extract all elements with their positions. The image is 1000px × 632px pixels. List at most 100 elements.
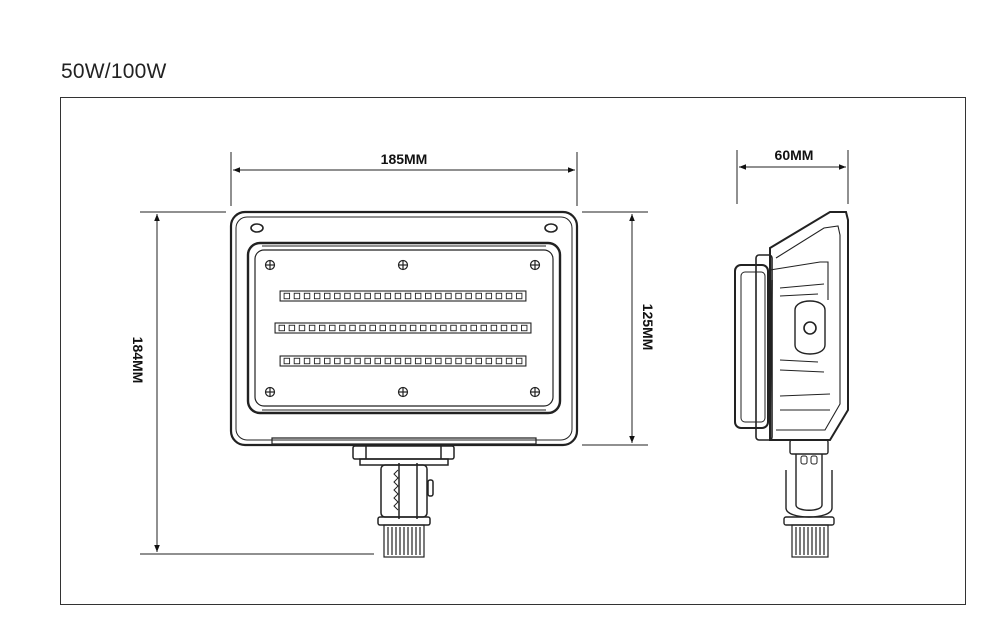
mount-hole-left — [250, 223, 264, 233]
lens-inner — [254, 249, 554, 407]
led-chip — [369, 324, 376, 332]
led-chip — [460, 324, 467, 332]
led-chip — [510, 324, 518, 332]
led-chip — [435, 292, 442, 300]
led-strip — [274, 322, 532, 334]
led-chip — [425, 357, 432, 365]
led-chip — [354, 292, 361, 300]
led-strip — [279, 355, 527, 367]
threaded-nipple-side — [791, 524, 829, 558]
height-label: 184MM — [130, 337, 146, 384]
led-chip — [399, 324, 407, 332]
side-ear — [794, 300, 826, 355]
led-chip — [283, 292, 291, 300]
side-pivot — [803, 321, 817, 335]
led-chip — [324, 357, 331, 365]
side-lens — [734, 264, 769, 429]
led-chip — [319, 324, 326, 332]
led-chip — [334, 357, 341, 365]
led-chip — [283, 357, 291, 365]
led-chip — [465, 357, 472, 365]
led-chip — [515, 357, 523, 365]
dimension-height — [140, 211, 374, 555]
knuckle-mount — [352, 445, 455, 526]
led-chip — [293, 357, 301, 365]
led-chip — [430, 324, 437, 332]
mount-hole-right — [544, 223, 558, 233]
led-chip — [293, 292, 301, 300]
side-view — [734, 211, 849, 558]
led-chip — [364, 292, 371, 300]
led-chip — [445, 292, 452, 300]
led-chip — [475, 292, 482, 300]
side-bezel — [755, 254, 773, 441]
diagram-title: 50W/100W — [61, 60, 167, 83]
led-chip — [414, 357, 422, 365]
led-chip — [490, 324, 498, 332]
screws — [264, 259, 541, 398]
led-chip — [505, 292, 513, 300]
led-strips — [274, 290, 532, 367]
led-chip — [384, 357, 392, 365]
led-chip — [440, 324, 447, 332]
side-bracket — [783, 439, 835, 526]
led-chip — [455, 357, 462, 365]
led-chip — [374, 292, 381, 300]
dimension-depth — [736, 150, 849, 204]
led-chip — [515, 292, 523, 300]
led-chip — [329, 324, 336, 332]
led-chip — [495, 292, 503, 300]
side-body — [769, 211, 849, 441]
led-chip — [278, 324, 285, 332]
led-chip — [435, 357, 442, 365]
led-chip — [334, 292, 341, 300]
led-chip — [414, 292, 422, 300]
led-chip — [404, 292, 412, 300]
led-chip — [308, 324, 316, 332]
led-chip — [374, 357, 381, 365]
led-chip — [288, 324, 296, 332]
led-chip — [379, 324, 386, 332]
body-height-label: 125MM — [640, 304, 656, 351]
led-strip — [279, 290, 527, 302]
front-view — [229, 210, 579, 558]
depth-label: 60MM — [775, 147, 814, 163]
lens-frame — [246, 241, 562, 415]
led-chip — [384, 292, 392, 300]
led-chip — [339, 324, 346, 332]
led-chip — [445, 357, 452, 365]
led-chip — [500, 324, 508, 332]
led-chip — [354, 357, 361, 365]
led-chip — [485, 292, 493, 300]
led-chip — [495, 357, 503, 365]
led-chip — [303, 357, 311, 365]
dimension-width — [230, 152, 578, 206]
led-chip — [359, 324, 366, 332]
led-chip — [389, 324, 397, 332]
led-chip — [349, 324, 356, 332]
led-chip — [505, 357, 513, 365]
led-chip — [475, 357, 482, 365]
led-chip — [394, 292, 402, 300]
housing-outer — [229, 210, 579, 447]
led-chip — [344, 357, 351, 365]
led-chip — [465, 292, 472, 300]
housing-inner — [235, 216, 573, 441]
led-chip — [303, 292, 311, 300]
led-chip — [313, 357, 321, 365]
led-chip — [521, 324, 528, 332]
led-chip — [450, 324, 457, 332]
led-chip — [470, 324, 477, 332]
threaded-nipple-front — [383, 524, 425, 558]
led-chip — [485, 357, 493, 365]
led-chip — [394, 357, 402, 365]
led-chip — [420, 324, 427, 332]
drawing-frame — [60, 97, 966, 605]
led-chip — [298, 324, 306, 332]
bottom-lip — [271, 437, 537, 445]
led-chip — [344, 292, 351, 300]
dimension-body-height — [582, 211, 648, 446]
led-chip — [313, 292, 321, 300]
width-label: 185MM — [381, 151, 428, 167]
